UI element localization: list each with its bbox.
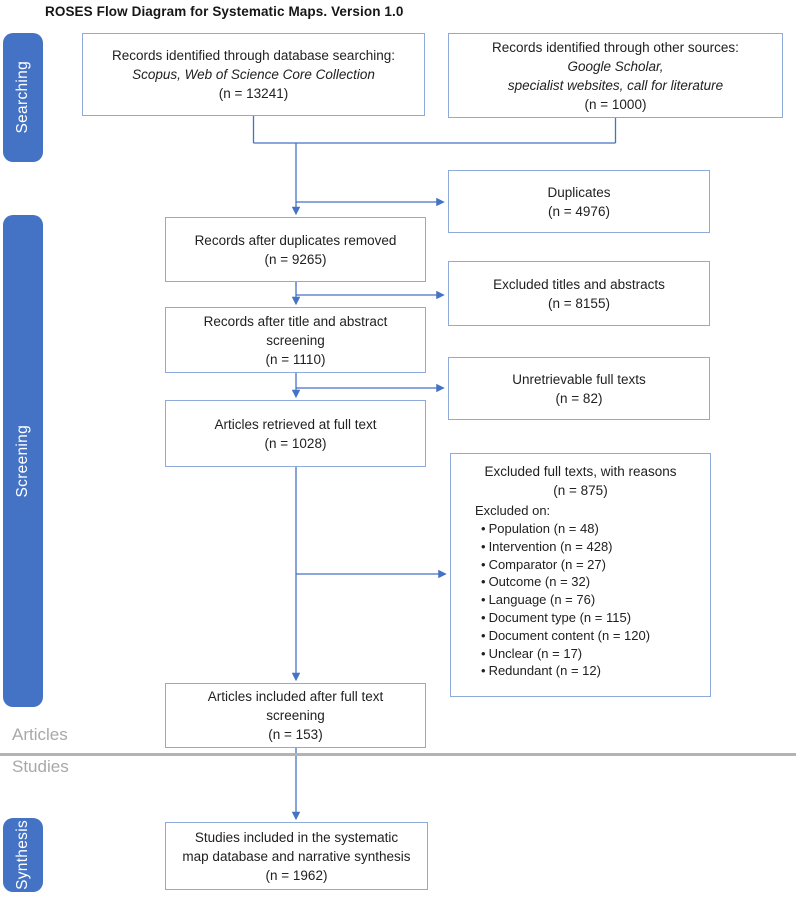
box-after-duplicates-line1: Records after duplicates removed (194, 232, 397, 248)
stage-screening-label: Screening (14, 424, 31, 498)
phase-divider (0, 753, 796, 756)
stage-synthesis-label: Synthesis (14, 820, 31, 890)
box-other-sources-line1: Records identified through other sources… (492, 39, 739, 55)
box-studies-included-count: (n = 1962) (265, 867, 328, 883)
phase-label-studies: Studies (12, 757, 69, 776)
box-excluded-titles-line1: Excluded titles and abstracts (493, 276, 665, 292)
box-retrieved-line1: Articles retrieved at full text (214, 416, 377, 432)
reason-document-content: Document content (n = 120) (481, 627, 704, 645)
box-studies-included-line1: Studies included in the systematic (194, 829, 399, 845)
box-after-duplicates: Records after duplicates removed (n = 92… (165, 217, 426, 282)
box-excluded-full-texts-count: (n = 875) (553, 483, 608, 498)
box-other-sources-line2: Google Scholar, (567, 58, 664, 74)
reason-intervention: Intervention (n = 428) (481, 538, 704, 556)
reason-population: Population (n = 48) (481, 520, 704, 538)
box-unretrievable-line1: Unretrievable full texts (512, 371, 646, 387)
box-database-search-line1: Records identified through database sear… (112, 48, 395, 63)
reason-unclear: Unclear (n = 17) (481, 645, 704, 663)
box-duplicates-count: (n = 4976) (548, 203, 610, 219)
box-after-duplicates-count: (n = 9265) (264, 251, 327, 267)
box-retrieved-count: (n = 1028) (264, 435, 327, 451)
reason-comparator: Comparator (n = 27) (481, 556, 704, 574)
box-unretrievable: Unretrievable full texts (n = 82) (448, 357, 710, 420)
box-other-sources: Records identified through other sources… (448, 33, 783, 118)
box-unretrievable-count: (n = 82) (555, 390, 603, 406)
box-excluded-full-texts: Excluded full texts, with reasons (n = 8… (450, 453, 711, 697)
box-title-abstract-line1: Records after title and abstract (203, 313, 388, 329)
reason-redundant: Redundant (n = 12) (481, 662, 704, 680)
stage-synthesis: Synthesis (3, 818, 43, 892)
box-excluded-titles-count: (n = 8155) (548, 295, 610, 311)
box-included-line2: screening (266, 708, 325, 723)
box-excluded-titles: Excluded titles and abstracts (n = 8155) (448, 261, 710, 326)
box-title-abstract-line2: screening (266, 332, 325, 348)
excluded-reasons-list: Population (n = 48) Intervention (n = 42… (457, 520, 704, 680)
box-database-search-line2: Scopus, Web of Science Core Collection (132, 67, 375, 82)
box-included-count: (n = 153) (268, 727, 323, 742)
stage-searching-label: Searching (14, 61, 31, 134)
stage-searching: Searching (3, 33, 43, 162)
stage-screening: Screening (3, 215, 43, 707)
phase-label-articles: Articles (12, 725, 68, 744)
box-duplicates-line1: Duplicates (547, 184, 611, 200)
box-database-search: Records identified through database sear… (82, 33, 425, 116)
reason-outcome: Outcome (n = 32) (481, 573, 704, 591)
box-retrieved-full-text: Articles retrieved at full text (n = 102… (165, 400, 426, 467)
box-included-after-full-text: Articles included after full text screen… (165, 683, 426, 748)
box-excluded-full-texts-subtitle: Excluded on: (475, 503, 551, 518)
box-title-abstract-count: (n = 1110) (265, 351, 326, 367)
box-included-line1: Articles included after full text (207, 689, 384, 704)
box-other-sources-line3: specialist websites, call for literature (507, 77, 724, 93)
box-database-search-count: (n = 13241) (218, 86, 289, 101)
page-title: ROSES Flow Diagram for Systematic Maps. … (45, 4, 404, 19)
box-excluded-full-texts-title: Excluded full texts, with reasons (484, 464, 677, 479)
reason-language: Language (n = 76) (481, 591, 704, 609)
merge-connector (252, 116, 617, 144)
box-studies-included-line2: map database and narrative synthesis (182, 848, 411, 864)
box-studies-included: Studies included in the systematic map d… (165, 822, 428, 890)
reason-document-type: Document type (n = 115) (481, 609, 704, 627)
box-other-sources-count: (n = 1000) (584, 96, 647, 112)
box-title-abstract-screening: Records after title and abstract screeni… (165, 307, 426, 373)
box-duplicates: Duplicates (n = 4976) (448, 170, 710, 233)
